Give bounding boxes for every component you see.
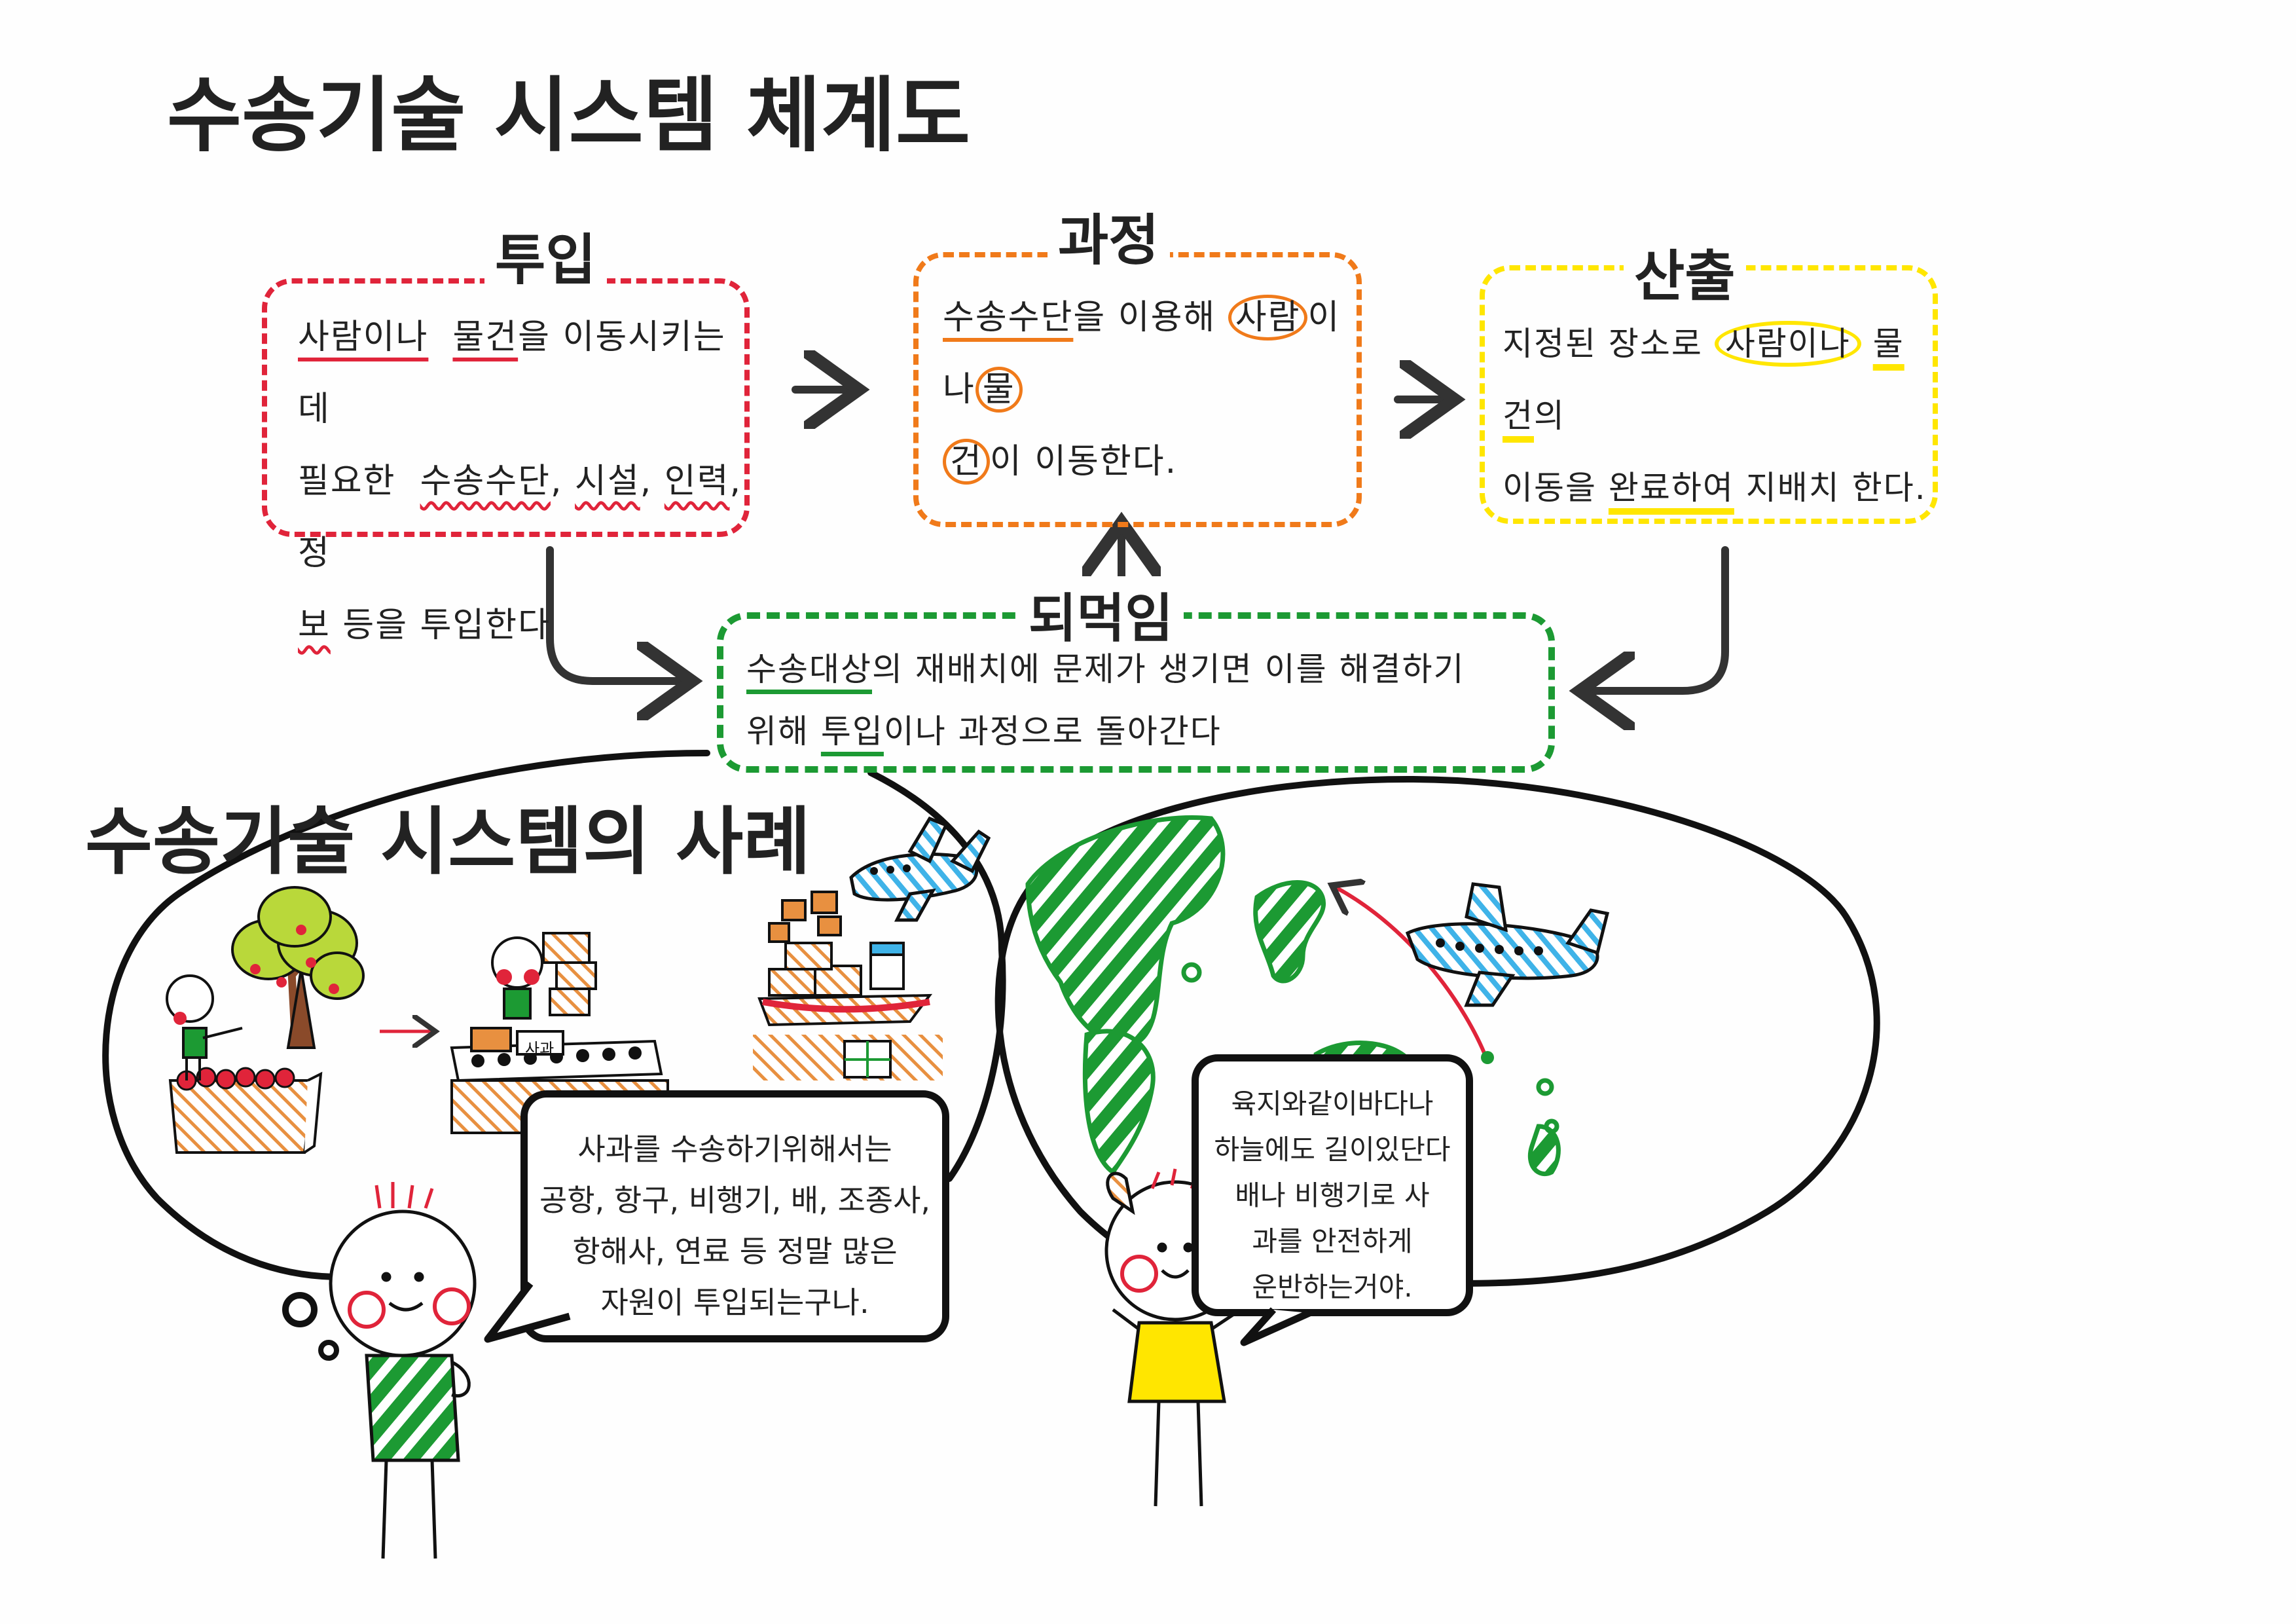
boy-speech-bubble: 사과를 수송하기위해서는 공항, 항구, 비행기, 배, 조종사, 항해사, 연…	[520, 1090, 949, 1342]
map-landmass-large	[1025, 815, 1226, 1046]
text-goods-end: 건	[943, 439, 990, 485]
girl-line-1: 육지와같이바다나	[1231, 1088, 1434, 1120]
text-comma-2: ,	[640, 462, 665, 501]
text-designated-place: 지정된 장소로	[1503, 325, 1703, 363]
text-person: 사람	[1228, 295, 1308, 341]
text-for: 위해	[746, 712, 809, 750]
girl-line-4: 과를 안전하게	[1252, 1225, 1413, 1257]
arrow-input-to-feedback	[546, 546, 684, 681]
text-goods-start: 물	[975, 367, 1023, 413]
section-title: 수송기술 시스템의 사례	[85, 800, 811, 885]
crate-label: 사과	[525, 1040, 555, 1058]
thought-dot-large	[282, 1292, 318, 1327]
boy-line-2: 공항, 항구, 비행기, 배, 조종사,	[539, 1183, 931, 1218]
text-transport-means: 수송수단	[420, 462, 551, 501]
map-island-japan	[1253, 880, 1326, 984]
boy-line-1: 사과를 수송하기위해서는	[577, 1132, 892, 1167]
text-completing: 완료하여	[1608, 469, 1734, 507]
boy-line-3: 항해사, 연료 등 정말 많은	[572, 1234, 898, 1269]
world-map	[1025, 815, 1561, 1177]
text-input-line1-rest: 을 이동시키는데	[298, 318, 726, 429]
text-input-word: 투입	[820, 712, 884, 750]
text-process-line2-rest: 이 이동한다.	[989, 442, 1178, 481]
text-people-2: 사람이나	[1714, 321, 1861, 367]
text-facilities: 시설	[575, 462, 640, 501]
output-box-text: 지정된 장소로 사람이나 물건의 이동을 완료하여 지배치 한다.	[1503, 308, 1935, 524]
map-island-small	[1527, 1124, 1561, 1177]
map-landmass-south	[1082, 1029, 1156, 1175]
input-box-label: 투입	[484, 216, 607, 295]
girl-line-2: 하늘에도 길이있단다	[1214, 1134, 1451, 1166]
feedback-box-text: 수송대상의 재배치에 문제가 생기면 이를 해결하기 위해 투입이나 과정으로 …	[746, 638, 1552, 763]
text-goods-2: 물건	[1503, 325, 1904, 435]
boy-character	[329, 1182, 477, 1559]
text-comma-1: ,	[550, 462, 575, 501]
flight-path	[1336, 887, 1488, 1060]
girl-line-3: 배나 비행기로 사	[1235, 1179, 1430, 1211]
text-transport-target: 수송대상	[746, 650, 872, 688]
text-needed: 필요한	[298, 462, 396, 501]
girl-speech-bubble: 육지와같이바다나 하늘에도 길이있단다 배나 비행기로 사 과를 안전하게 운반…	[1192, 1054, 1473, 1316]
process-box-label: 과정	[1048, 196, 1170, 276]
text-or: 이나	[943, 298, 1341, 409]
boy-line-4: 자원이 투입되는구나.	[600, 1285, 869, 1320]
apple-orchard-scene	[166, 886, 365, 1154]
text-movement: 이동을	[1503, 469, 1597, 507]
harbor-scene	[753, 891, 943, 1080]
text-transport-means-2: 수송수단	[943, 298, 1074, 337]
text-goods: 물건	[452, 318, 519, 357]
text-people: 사람이나	[298, 318, 429, 357]
flow-arrows	[546, 390, 1729, 691]
text-info-end: 보	[298, 606, 331, 645]
text-feedback-line2-rest: 이나 과정으로 돌아간다	[883, 712, 1222, 750]
text-relocate: 지배치 한다.	[1745, 469, 1927, 507]
text-using: 을 이용해	[1073, 298, 1216, 337]
text-info-start: , 정	[298, 462, 742, 573]
text-feedback-line1-rest: 의 재배치에 문제가 생기면 이를 해결하기	[872, 650, 1465, 688]
airplane-right	[1405, 882, 1610, 1007]
arrow-output-to-feedback	[1588, 546, 1729, 691]
output-box-label: 산출	[1624, 232, 1746, 312]
airplane-top	[849, 816, 991, 922]
feedback-box-label: 되먹임	[1018, 576, 1184, 652]
girl-line-5: 운반하는거야.	[1252, 1271, 1413, 1303]
thought-dot-small	[318, 1340, 339, 1361]
text-of: 의	[1534, 397, 1565, 435]
text-manpower: 인력	[664, 462, 730, 501]
page-title: 수송기술 시스템 체계도	[167, 69, 971, 163]
text-input-line3-rest: 등을 투입한다	[330, 606, 551, 645]
input-box-text: 사람이나 물건을 이동시키는데 필요한 수송수단, 시설, 인력, 정 보 등을…	[298, 301, 743, 661]
